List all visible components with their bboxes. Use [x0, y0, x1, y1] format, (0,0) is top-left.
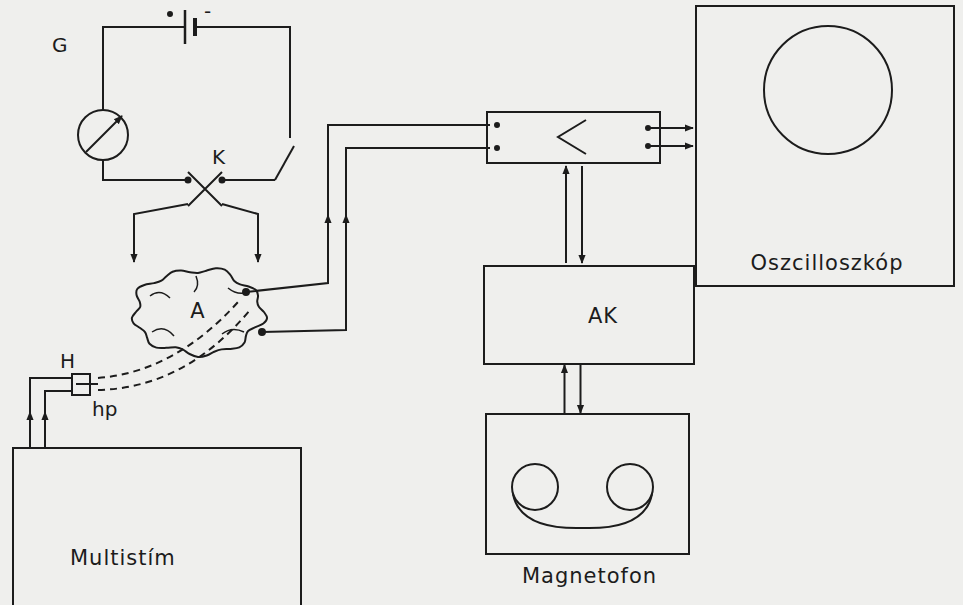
switch-lever: [275, 146, 294, 180]
brain-outline-path: [132, 268, 267, 357]
amplifier-box: [495, 146, 499, 150]
stimulator-wires: [30, 302, 250, 447]
stimulator-wires: [30, 378, 72, 447]
connector-wire: [580, 365, 582, 413]
amplifier-box: [495, 123, 499, 127]
commutator-k: [134, 172, 258, 262]
recording-wires: [246, 125, 490, 292]
amplifier-box: [565, 166, 567, 263]
node-label: A: [190, 300, 205, 323]
amplifier-symbol: [558, 120, 586, 154]
component-label: H: [60, 350, 75, 372]
amplifier-box: [581, 166, 583, 263]
brain-sulcus: [150, 276, 248, 336]
tape-recorder-box: Magnetofon: [485, 413, 690, 555]
recording-wires: [259, 329, 265, 335]
oscilloscope-box: Oszcilloszkóp: [695, 5, 955, 287]
signal-connector: [565, 365, 581, 413]
battery-circuit: [103, 10, 294, 180]
battery-circuit: [103, 27, 290, 138]
battery-plus-dot: [168, 12, 172, 16]
node-label: Magnetofon: [522, 565, 657, 588]
battery-plate: [193, 18, 197, 36]
component-label: K: [212, 146, 225, 168]
component-label: G: [52, 34, 68, 56]
stimulator-wires: [44, 412, 46, 430]
tape-reels: [512, 464, 653, 528]
stimulator-wires: [29, 412, 31, 430]
converter-box: AK: [483, 265, 695, 365]
tape-reels: [607, 464, 653, 510]
battery-plate: [184, 10, 187, 44]
tape-reels: [513, 494, 652, 528]
recording-wires: [327, 215, 329, 245]
amplifier-box: [650, 145, 693, 147]
connector-wire: [564, 365, 566, 413]
node-label: Multistím: [70, 547, 176, 570]
brain-outline: A: [130, 266, 266, 358]
component-label: hp: [92, 398, 117, 420]
amplifier-box: [487, 112, 693, 263]
tape-reels: [512, 464, 558, 510]
polarity-sign: -: [204, 0, 211, 22]
commutator-k: [134, 204, 188, 262]
commutator-k: [220, 178, 225, 183]
amplifier-box: [487, 112, 660, 163]
amplifier-box: [650, 127, 693, 129]
stimulator-wires: [76, 383, 98, 385]
recording-wires: [243, 125, 490, 335]
commutator-k: [222, 204, 258, 262]
stimulator-box: Multistím: [12, 447, 302, 605]
galvanometer-symbol: [86, 116, 122, 152]
recording-wires: [345, 215, 347, 245]
galvanometer-symbol: [78, 110, 128, 160]
galvanometer-symbol: [78, 110, 128, 160]
node-label: AK: [588, 305, 618, 328]
recording-wires: [262, 148, 490, 332]
stimulator-wires: [45, 391, 72, 447]
commutator-k: [186, 178, 191, 183]
amplifier-box: [646, 126, 650, 130]
commutator-k: [188, 172, 222, 206]
amplifier-box: [646, 144, 650, 148]
stimulating-electrode: [98, 302, 238, 378]
oscilloscope-screen: [764, 26, 892, 154]
oscilloscope-screen: [764, 26, 892, 154]
node-label: Oszcilloszkóp: [751, 252, 904, 275]
